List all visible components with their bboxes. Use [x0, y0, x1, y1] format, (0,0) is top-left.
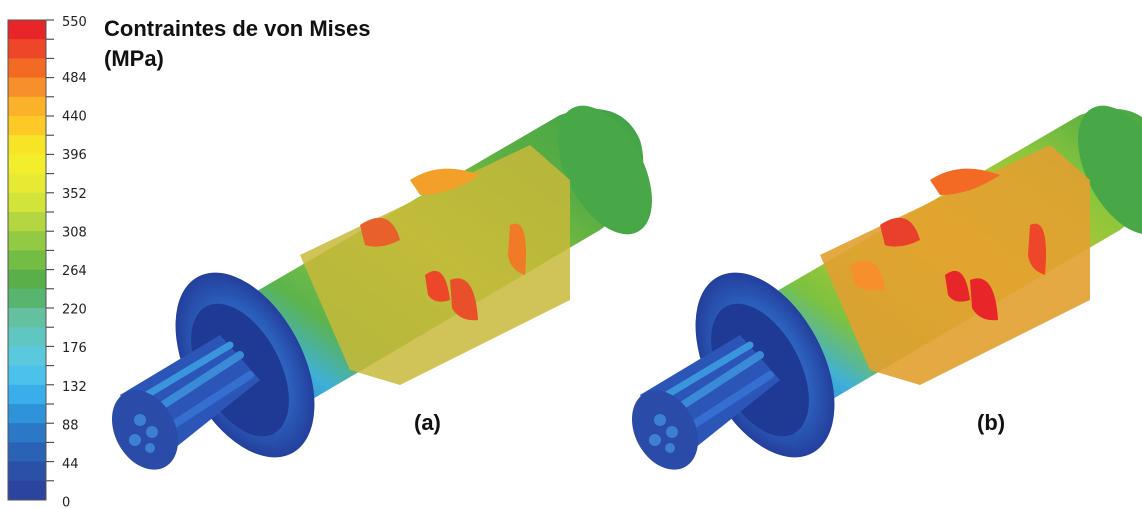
color-scale-swatch	[8, 384, 46, 405]
case-label-b: (b)	[977, 410, 1006, 435]
color-scale-swatch	[8, 288, 46, 309]
legend-tick-label: 352	[62, 187, 87, 202]
color-scale-swatch	[8, 231, 46, 251]
color-scale-swatch	[8, 96, 46, 117]
color-scale-swatch	[8, 480, 46, 501]
stress-hotspot	[930, 168, 1000, 195]
color-scale-swatch	[8, 20, 46, 40]
sleeve-far-end	[558, 105, 652, 235]
legend-tick-label: 440	[62, 110, 87, 125]
stress-hotspot	[360, 217, 400, 247]
color-scale-swatch	[8, 365, 46, 386]
color-scale-swatch	[8, 442, 46, 463]
color-scale-swatch	[8, 58, 46, 79]
case-label-a: (a)	[414, 410, 441, 435]
color-scale-swatch	[8, 404, 46, 424]
color-scale-swatch	[8, 269, 46, 290]
title-line-1: Contraintes de von Mises	[104, 16, 371, 41]
color-scale-swatch	[8, 39, 46, 59]
color-scale-border	[7, 19, 47, 501]
color-scale-swatch	[8, 173, 46, 194]
fem-stress-visualization	[111, 105, 1142, 470]
window-region	[820, 145, 1090, 385]
legend-tick-label: 484	[62, 71, 87, 86]
stress-hotspot	[880, 217, 920, 247]
specimen-b	[631, 105, 1142, 470]
stress-hotspot	[1028, 223, 1046, 275]
color-scale-bar	[7, 19, 54, 501]
window-region	[300, 145, 570, 385]
legend-tick-label: 88	[62, 418, 79, 433]
title-line-2: (MPa)	[104, 46, 164, 71]
color-scale-swatch	[8, 135, 46, 155]
sleeve-far-end	[1078, 105, 1142, 235]
stress-hotspot	[970, 278, 998, 321]
stress-hotspot	[945, 270, 970, 302]
color-scale-swatch	[8, 116, 46, 136]
legend-tick-label: 550	[62, 15, 87, 30]
legend-tick-label: 220	[62, 303, 87, 318]
color-scale-swatch	[8, 77, 46, 98]
color-scale-swatch	[8, 308, 46, 328]
legend-tick-label: 396	[62, 148, 87, 163]
legend-tick-label: 132	[62, 380, 87, 395]
stress-hotspot	[508, 223, 526, 275]
color-scale-swatch	[8, 192, 46, 213]
legend-tick-label: 264	[62, 264, 87, 279]
color-scale-swatch	[8, 154, 46, 175]
color-scale-swatch	[8, 423, 46, 443]
legend-tick-label: 44	[62, 457, 79, 472]
color-scale-swatch	[8, 212, 46, 232]
wire-strand-bundle	[111, 335, 260, 470]
specimen-a	[111, 105, 652, 470]
legend-tick-label: 0	[62, 496, 70, 508]
legend-tick-label: 176	[62, 341, 87, 356]
color-scale-swatch	[8, 250, 46, 271]
wire-strand-bundle	[631, 335, 780, 470]
chart-title: Contraintes de von Mises (MPa)	[104, 14, 371, 74]
color-scale-swatch	[8, 461, 46, 482]
color-scale-swatch	[8, 327, 46, 347]
stress-hotspot	[410, 168, 480, 195]
stress-hotspot	[450, 278, 478, 321]
stress-hotspot	[425, 270, 450, 302]
color-scale-swatch	[8, 346, 46, 367]
legend-tick-label: 308	[62, 225, 87, 240]
stress-hotspot	[850, 260, 885, 291]
